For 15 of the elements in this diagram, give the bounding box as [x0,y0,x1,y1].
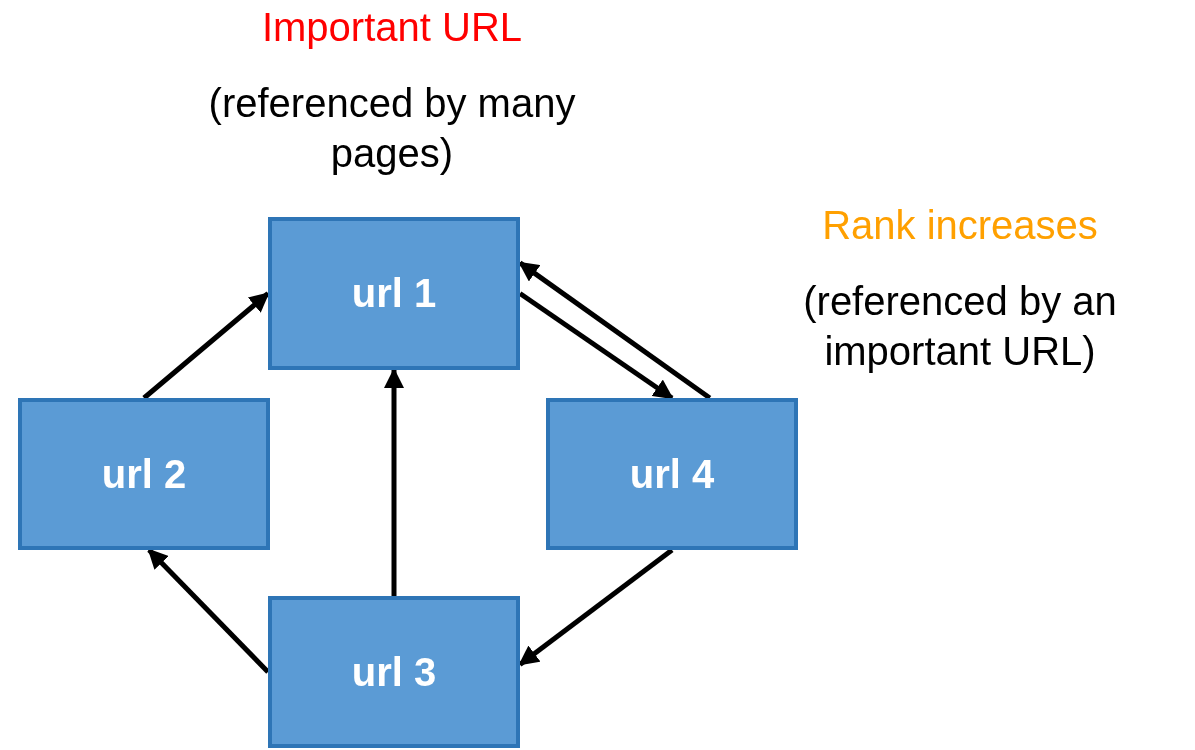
annotation-heading: Important URL [260,4,524,51]
annotation-note: (referenced by many pages) [207,80,577,177]
arrow [384,368,404,596]
arrow [142,291,270,400]
url-box [18,398,270,550]
url-box [268,217,520,370]
annotation-note: (referenced by an important URL) [802,278,1118,375]
arrow [147,548,270,674]
node-label: url 4 [629,451,715,497]
node-label: url 3 [351,649,437,695]
node-label: url 1 [351,271,437,316]
url-box [268,596,520,748]
url-box [546,398,798,550]
annotation-heading: Rank increases [821,202,1099,249]
node-label: url 2 [101,451,187,497]
